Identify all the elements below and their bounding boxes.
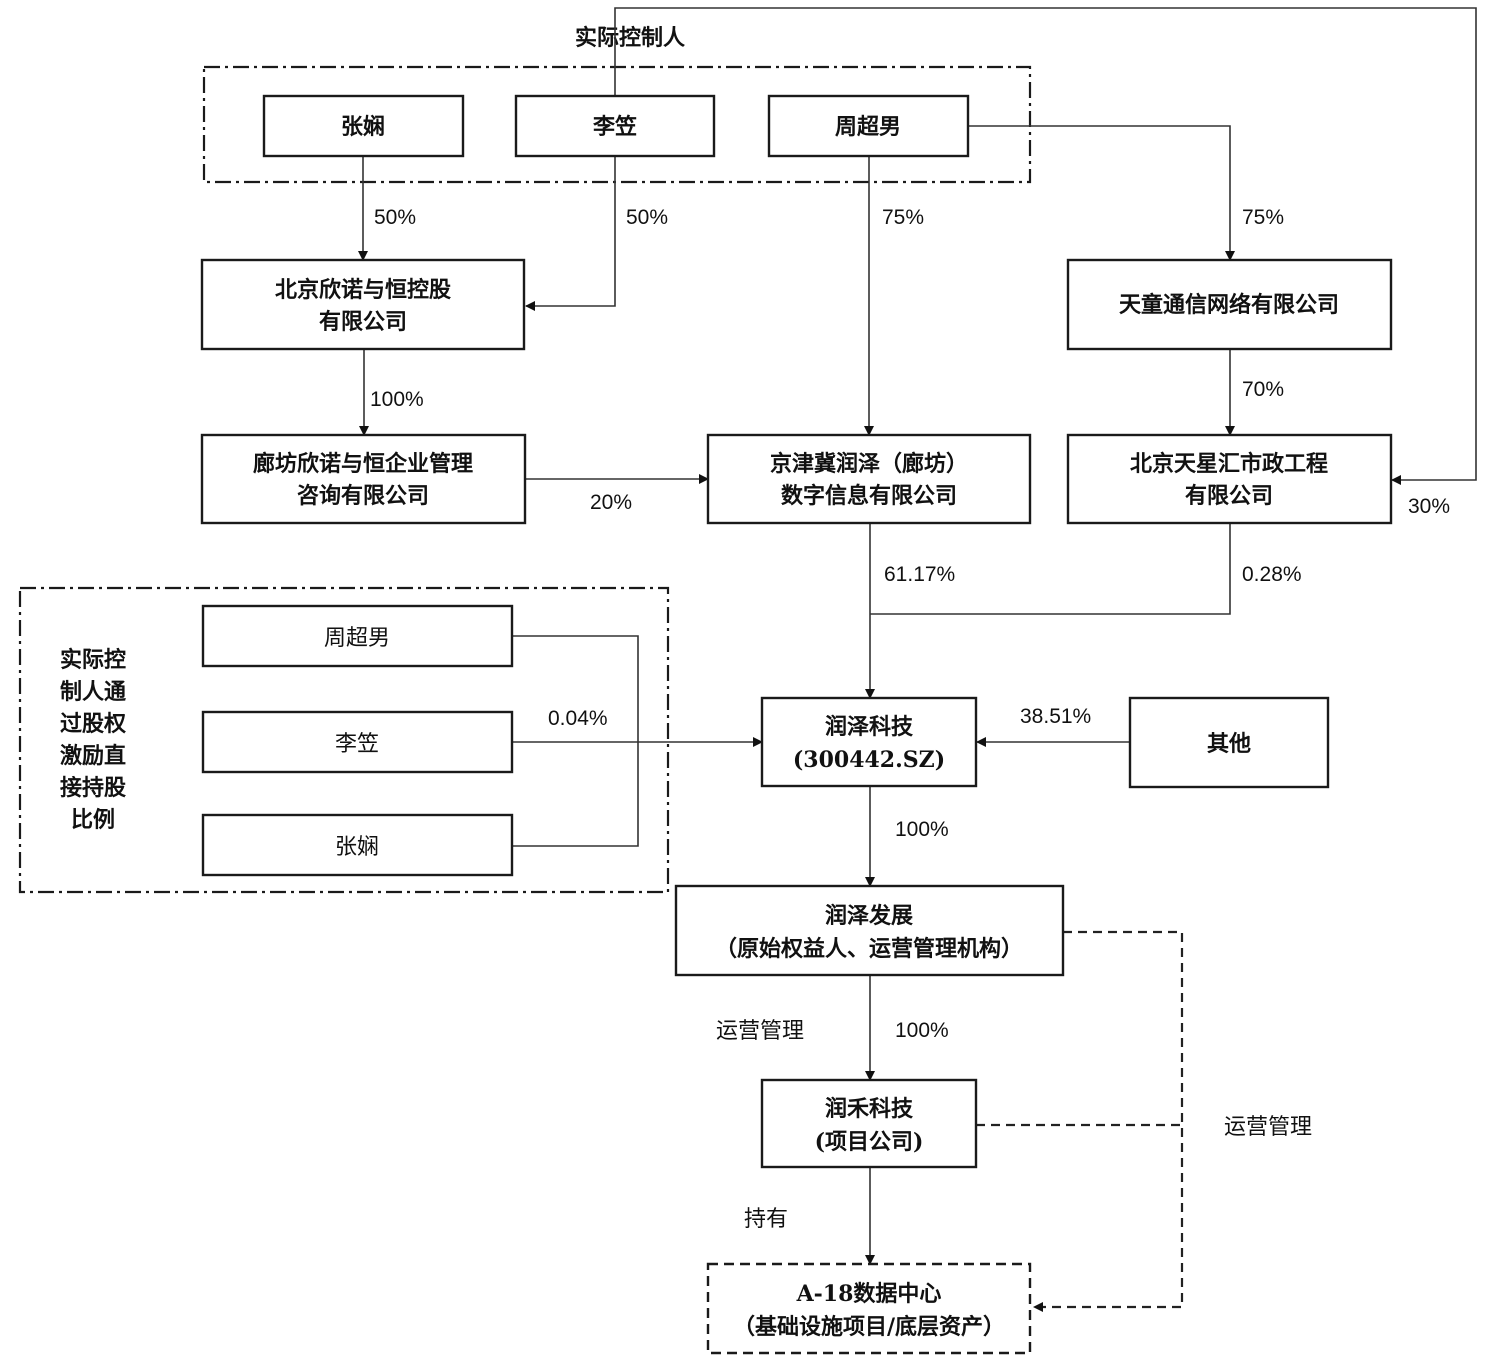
incentive-group-frame — [18, 586, 670, 894]
pct-runze-to-dev: 100% — [895, 818, 949, 841]
pct-zhou-to-jingjinji: 75% — [882, 206, 924, 229]
pct-zhou-to-tiantong: 75% — [1242, 206, 1284, 229]
pct-zhang-to-xinnuo: 50% — [374, 206, 416, 229]
entity-langfang-line2: 咨询有限公司 — [297, 483, 429, 509]
entity-box-runze-tech — [760, 696, 978, 788]
entity-a18-line2: （基础设施项目/底层资产） — [733, 1314, 1005, 1340]
incentive-box-zhang — [201, 813, 514, 877]
entity-tianxinghui-line2: 有限公司 — [1185, 483, 1273, 509]
incentive-label-line4: 激励直 — [60, 743, 126, 769]
controller-box-li — [514, 94, 716, 158]
pct-xinnuo-to-langfang: 100% — [370, 388, 424, 411]
entity-box-xinnuo-holding — [200, 258, 526, 351]
controller-box-zhang — [262, 94, 465, 158]
entity-runze-dev-line2: （原始权益人、运营管理机构） — [715, 936, 1023, 962]
pct-langfang-to-jingjinji: 20% — [590, 491, 632, 514]
edge-opmgmt-dev-to-a18 — [1033, 930, 1184, 1312]
incentive-label-line6: 比例 — [71, 807, 115, 833]
entity-xinnuo-holding-line2: 有限公司 — [319, 309, 407, 335]
entity-runze-dev-line1: 润泽发展 — [825, 903, 913, 929]
entity-jingjinji-line1: 京津冀润泽（廊坊） — [770, 451, 968, 477]
incentive-box-zhou — [201, 604, 514, 668]
entity-box-tianxinghui — [1066, 433, 1393, 525]
controller-li: 李笠 — [592, 114, 637, 140]
entity-runze-tech-line1: 润泽科技 — [825, 714, 914, 740]
entity-xinnuo-holding-line1: 北京欣诺与恒控股 — [275, 277, 451, 303]
pct-jingjinji-to-runze: 61.17% — [884, 563, 955, 586]
entity-jingjinji-line2: 数字信息有限公司 — [781, 483, 957, 509]
pct-incentive-to-runze: 0.04% — [548, 707, 608, 730]
edge-incentive-bracket — [512, 635, 639, 847]
entity-runhe-line1: 润禾科技 — [825, 1096, 914, 1122]
entity-box-runhe — [760, 1078, 978, 1169]
entity-a18-line1: A-18数据中心 — [796, 1281, 942, 1307]
edge-tianxinghui-to-runze — [870, 523, 1231, 615]
relation-hold: 持有 — [744, 1207, 788, 1232]
edge-zhou-to-tiantong — [968, 125, 1235, 261]
pct-dev-to-runhe: 100% — [895, 1019, 949, 1042]
incentive-member-li: 李笠 — [335, 732, 379, 757]
relation-op-mgmt-right: 运营管理 — [1224, 1115, 1312, 1140]
controller-zhang: 张娴 — [341, 114, 385, 140]
pct-tianxinghui-to-runze: 0.28% — [1242, 563, 1302, 586]
incentive-label-line2: 制人通 — [60, 679, 126, 705]
incentive-label-line1: 实际控 — [60, 647, 126, 673]
entity-box-runze-dev — [674, 884, 1065, 977]
entity-runze-tech-line2: (300442.SZ) — [793, 747, 945, 773]
relation-op-mgmt-left: 运营管理 — [716, 1019, 804, 1044]
pct-li-to-xinnuo: 50% — [626, 206, 668, 229]
entity-langfang-line1: 廊坊欣诺与恒企业管理 — [253, 451, 473, 477]
pct-tiantong-to-tianxinghui: 70% — [1242, 378, 1284, 401]
entity-box-langfang — [200, 433, 527, 525]
incentive-box-li — [201, 710, 514, 774]
entity-runhe-line2: (项目公司) — [815, 1129, 924, 1155]
incentive-member-zhou: 周超男 — [324, 626, 390, 651]
entity-tianxinghui-line1: 北京天星汇市政工程 — [1130, 451, 1328, 477]
controller-box-zhou — [767, 94, 970, 158]
entity-box-jingjinji — [706, 433, 1032, 525]
entity-box-others — [1128, 696, 1330, 789]
controllers-group-frame — [202, 65, 1032, 184]
incentive-label-line3: 过股权 — [60, 711, 127, 737]
entity-box-a18 — [706, 1262, 1032, 1355]
entity-box-tiantong — [1066, 258, 1393, 351]
edge-li-to-tianxinghui — [614, 7, 1477, 485]
controller-zhou: 周超男 — [835, 114, 901, 140]
incentive-member-zhang: 张娴 — [335, 835, 379, 860]
pct-others-to-runze: 38.51% — [1020, 705, 1091, 728]
pct-li-to-tianxinghui: 30% — [1408, 495, 1450, 518]
entity-others: 其他 — [1207, 731, 1251, 757]
edge-li-to-xinnuo — [525, 156, 616, 311]
controllers-title: 实际控制人 — [575, 25, 685, 51]
entity-tiantong: 天童通信网络有限公司 — [1119, 292, 1339, 318]
incentive-label-line5: 接持股 — [60, 775, 126, 801]
